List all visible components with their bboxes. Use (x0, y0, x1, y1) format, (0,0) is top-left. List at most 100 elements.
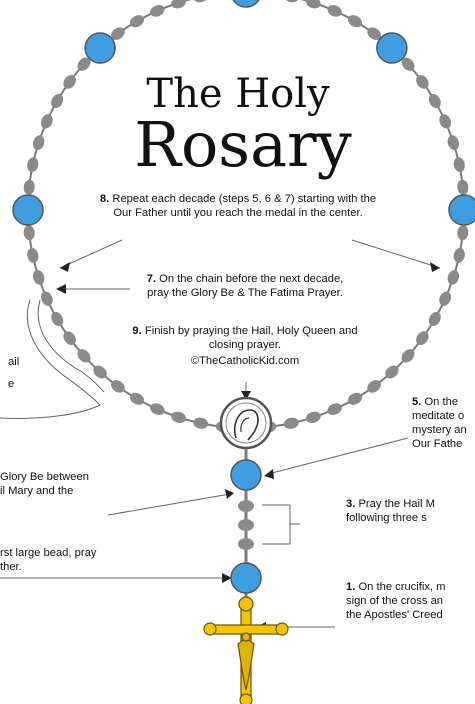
small-bead (283, 0, 299, 3)
step-3-number: 3. (346, 498, 356, 510)
step-9-number: 9. (132, 325, 142, 337)
arrowhead-step9 (241, 391, 251, 400)
large-bead-first (230, 562, 262, 594)
small-bead (367, 27, 382, 40)
large-bead (232, 0, 260, 8)
title-line-2: Rosary (134, 108, 352, 181)
step-3-line-1-text: Pray the Hail M (358, 498, 435, 510)
pointer-line-step8-right (351, 239, 441, 269)
small-bead (193, 0, 209, 3)
large-bead (376, 32, 408, 64)
small-bead (428, 93, 441, 109)
large-bead-our-father (230, 459, 262, 491)
small-bead (93, 365, 107, 379)
title-line-1: The Holy (146, 71, 330, 117)
step-8-number: 8. (99, 193, 110, 205)
step-5-line-3: mystery an (412, 424, 467, 436)
small-bead (77, 57, 91, 71)
small-bead-hail-mary-2 (238, 519, 254, 531)
step-9-text: 9. Finish by praying the Hail, Holy Quee… (130, 324, 360, 352)
small-bead (367, 380, 382, 393)
small-bead (447, 135, 460, 150)
small-bead (193, 417, 209, 429)
small-bead (51, 93, 64, 109)
step-2-line-1: rst large bead, pray (0, 547, 97, 559)
step-6-text-fragment: ail e (0, 355, 40, 391)
small-bead (32, 135, 45, 150)
arrowhead-step7 (56, 284, 66, 294)
small-bead (447, 270, 460, 285)
small-bead (347, 392, 363, 405)
small-bead (27, 247, 39, 263)
small-bead (171, 411, 186, 424)
small-bead (401, 57, 415, 71)
small-bead (23, 179, 35, 195)
small-bead (283, 417, 299, 429)
step-6-line-1: ail (8, 356, 20, 368)
small-bead (306, 411, 321, 424)
arrowhead-step4 (225, 489, 234, 499)
small-bead (150, 403, 165, 416)
step-3-line-2: following three s (346, 512, 427, 524)
pointer-line-step4 (107, 493, 231, 516)
small-bead (347, 15, 363, 28)
small-bead (385, 365, 399, 379)
step-8-body: Repeat each decade (steps 5, 6 & 7) star… (112, 193, 377, 219)
small-bead (453, 247, 465, 263)
credit-text: ©TheCatholicKid.com (190, 355, 300, 367)
step-7-body: On the chain before the next decade, pra… (147, 273, 344, 299)
step-3-line-1: 3. Pray the Hail M (346, 497, 475, 511)
small-bead (32, 270, 45, 285)
small-bead (40, 114, 53, 129)
step-5-text: 5. On the meditate o mystery an Our Fath… (412, 395, 475, 451)
small-bead (27, 157, 39, 173)
pendant-chain (230, 440, 262, 610)
large-bead (12, 194, 44, 226)
arrowhead-step5 (264, 469, 274, 479)
small-bead (416, 74, 429, 89)
small-bead (150, 4, 165, 17)
small-bead (63, 74, 76, 89)
small-bead (416, 331, 429, 346)
arrowhead-step8-left (60, 262, 70, 272)
small-bead (171, 0, 186, 9)
step-1-text: 1. On the crucifix, m sign of the cross … (346, 580, 475, 622)
small-bead (63, 331, 76, 346)
arrowhead-step2 (222, 573, 232, 583)
crucifix-icon (203, 596, 289, 704)
step-2-text-fragment: rst large bead, pray ther. (0, 546, 150, 574)
large-bead (448, 194, 475, 226)
crucifix-left-finial (203, 622, 217, 636)
small-bead (77, 349, 91, 363)
step-4-line-2: il Mary and the (0, 485, 74, 497)
step-1-line-2: sign of the cross an (346, 595, 444, 607)
step-7-number: 7. (146, 273, 157, 285)
corpus-icon (237, 637, 255, 691)
madonna-face-icon (240, 417, 250, 433)
step-5-line-2: meditate o (412, 410, 465, 422)
step-6-line-2: e (8, 378, 15, 390)
small-bead (40, 291, 53, 306)
pointer-line-step5 (267, 437, 409, 475)
small-bead (129, 15, 145, 28)
step-1-line-3: the Apostles' Creed (346, 609, 443, 621)
small-bead (327, 4, 342, 17)
bracket-step3 (262, 504, 300, 545)
step-2-line-2: ther. (0, 561, 22, 573)
small-bead (428, 311, 441, 327)
step-4-text-fragment: Glory Be between il Mary and the (0, 470, 140, 498)
medal-inner (225, 402, 267, 444)
step-1-line-1-text: On the crucifix, m (358, 581, 446, 593)
corpus-head-icon (241, 632, 251, 642)
step-5-line-1-text: On the (424, 396, 459, 408)
step-8-text: 8. Repeat each decade (steps 5, 6 & 7) s… (98, 192, 378, 220)
crucifix-bottom-finial (239, 693, 253, 704)
step-7-text: 7. On the chain before the next decade, … (136, 272, 354, 300)
small-bead (110, 27, 125, 40)
small-bead (457, 225, 469, 241)
arrowhead-step8-right (430, 262, 440, 272)
madonna-veil-icon (234, 409, 259, 441)
small-bead-hail-mary-1 (238, 500, 254, 512)
